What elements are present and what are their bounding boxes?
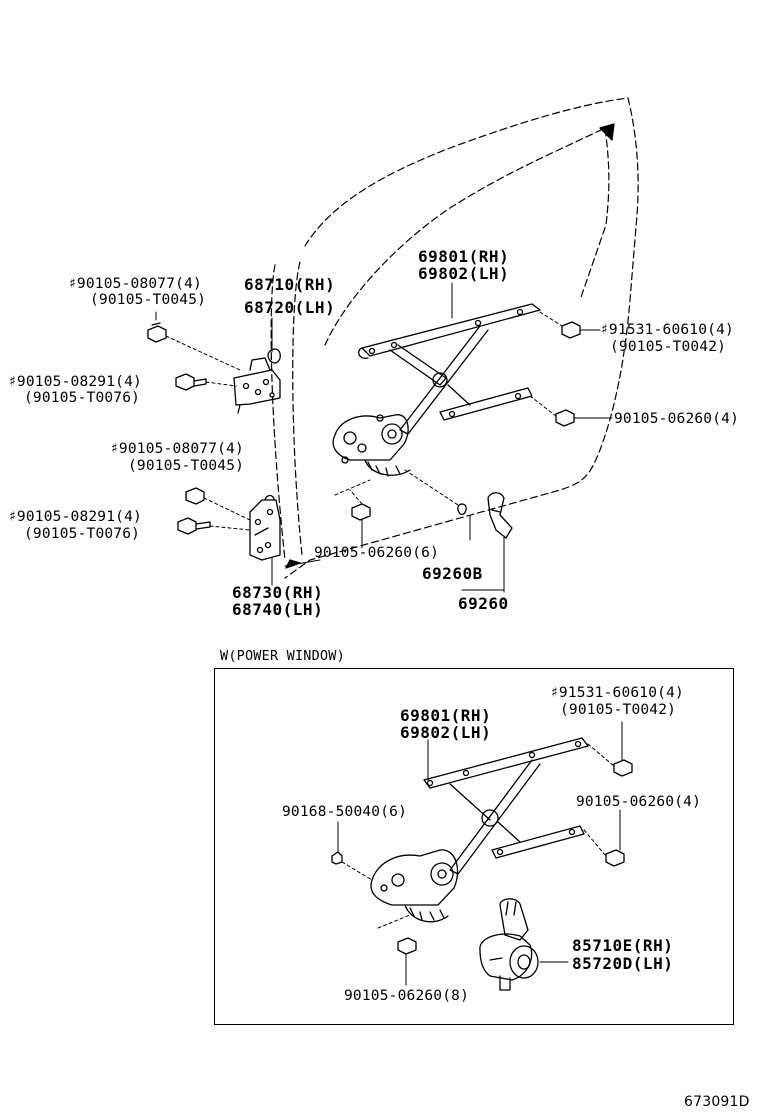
- upper-door-hinge: [233, 348, 281, 414]
- label-bolt-91531-top: ♯91531-60610(4): [600, 322, 734, 338]
- pw-bolt-06260-four-shape: [605, 849, 625, 867]
- window-crank-handle: [487, 492, 513, 539]
- label-bolt-08291-mid: ♯90105-08291(4): [8, 509, 142, 525]
- label-bolt-08077-top: ♯90105-08077(4): [68, 276, 202, 292]
- pw-bolt-06260-eight-shape: [397, 937, 417, 955]
- power-window-box: [214, 668, 734, 1025]
- label-bolt-08291-top: ♯90105-08291(4): [8, 374, 142, 390]
- label-hinge-lower-rh: 68730(RH): [232, 583, 324, 602]
- bolt-08077-top-shape: [147, 322, 167, 343]
- power-window-regulator: [370, 737, 589, 923]
- pw-bolt-91531-shape: [613, 759, 633, 777]
- bolt-08291-mid-shape: [177, 517, 211, 535]
- label-hinge-upper-lh: 68720(LH): [244, 298, 336, 317]
- label-handle-part-b: 69260B: [422, 564, 483, 583]
- door-outline: [270, 97, 639, 579]
- label-regulator-lh: 69802(LH): [418, 264, 510, 283]
- label-hinge-lower-lh: 68740(LH): [232, 600, 324, 619]
- power-window-motor: [479, 898, 539, 991]
- label-pw-screw-50040: 90168-50040(6): [282, 804, 408, 820]
- label-handle-part: 69260: [458, 594, 509, 613]
- bolt-06260-right-shape: [555, 409, 575, 427]
- label-bolt-t0076-top: (90105-T0076): [24, 390, 141, 406]
- label-pw-bolt-91531: ♯91531-60610(4): [550, 685, 684, 701]
- figure-id: 673091D: [684, 1094, 750, 1110]
- label-bolt-t0076-mid: (90105-T0076): [24, 526, 141, 542]
- bolt-91531-top-shape: [561, 321, 581, 339]
- bolt-06260-six-shape: [351, 503, 371, 521]
- label-pw-bolt-t0042: (90105-T0042): [560, 702, 677, 718]
- label-hinge-upper-rh: 68710(RH): [244, 275, 336, 294]
- label-pw-regulator-lh: 69802(LH): [400, 723, 492, 742]
- lower-door-hinge: [249, 494, 281, 561]
- handle-clip: [457, 503, 467, 516]
- bolt-08077-mid-shape: [185, 487, 205, 505]
- label-pw-motor-lh: 85720D(LH): [572, 954, 674, 973]
- label-pw-motor-rh: 85710E(RH): [572, 936, 674, 955]
- label-bolt-08077-mid: ♯90105-08077(4): [110, 441, 244, 457]
- label-bolt-t0042-top: (90105-T0042): [610, 339, 727, 355]
- label-bolt-06260-six: 90105-06260(6): [314, 545, 440, 561]
- power-window-title: W(POWER WINDOW): [220, 648, 345, 664]
- manual-window-regulator: [332, 303, 541, 477]
- label-pw-bolt-06260-eight: 90105-06260(8): [344, 988, 470, 1004]
- label-regulator-rh: 69801(RH): [418, 247, 510, 266]
- label-bolt-06260-right: 90105-06260(4): [614, 411, 740, 427]
- bolt-08291-top-shape: [175, 373, 207, 391]
- label-bolt-t0045-top: (90105-T0045): [90, 292, 207, 308]
- label-pw-bolt-06260-four: 90105-06260(4): [576, 794, 702, 810]
- label-pw-regulator-rh: 69801(RH): [400, 706, 492, 725]
- label-bolt-t0045-mid: (90105-T0045): [128, 458, 245, 474]
